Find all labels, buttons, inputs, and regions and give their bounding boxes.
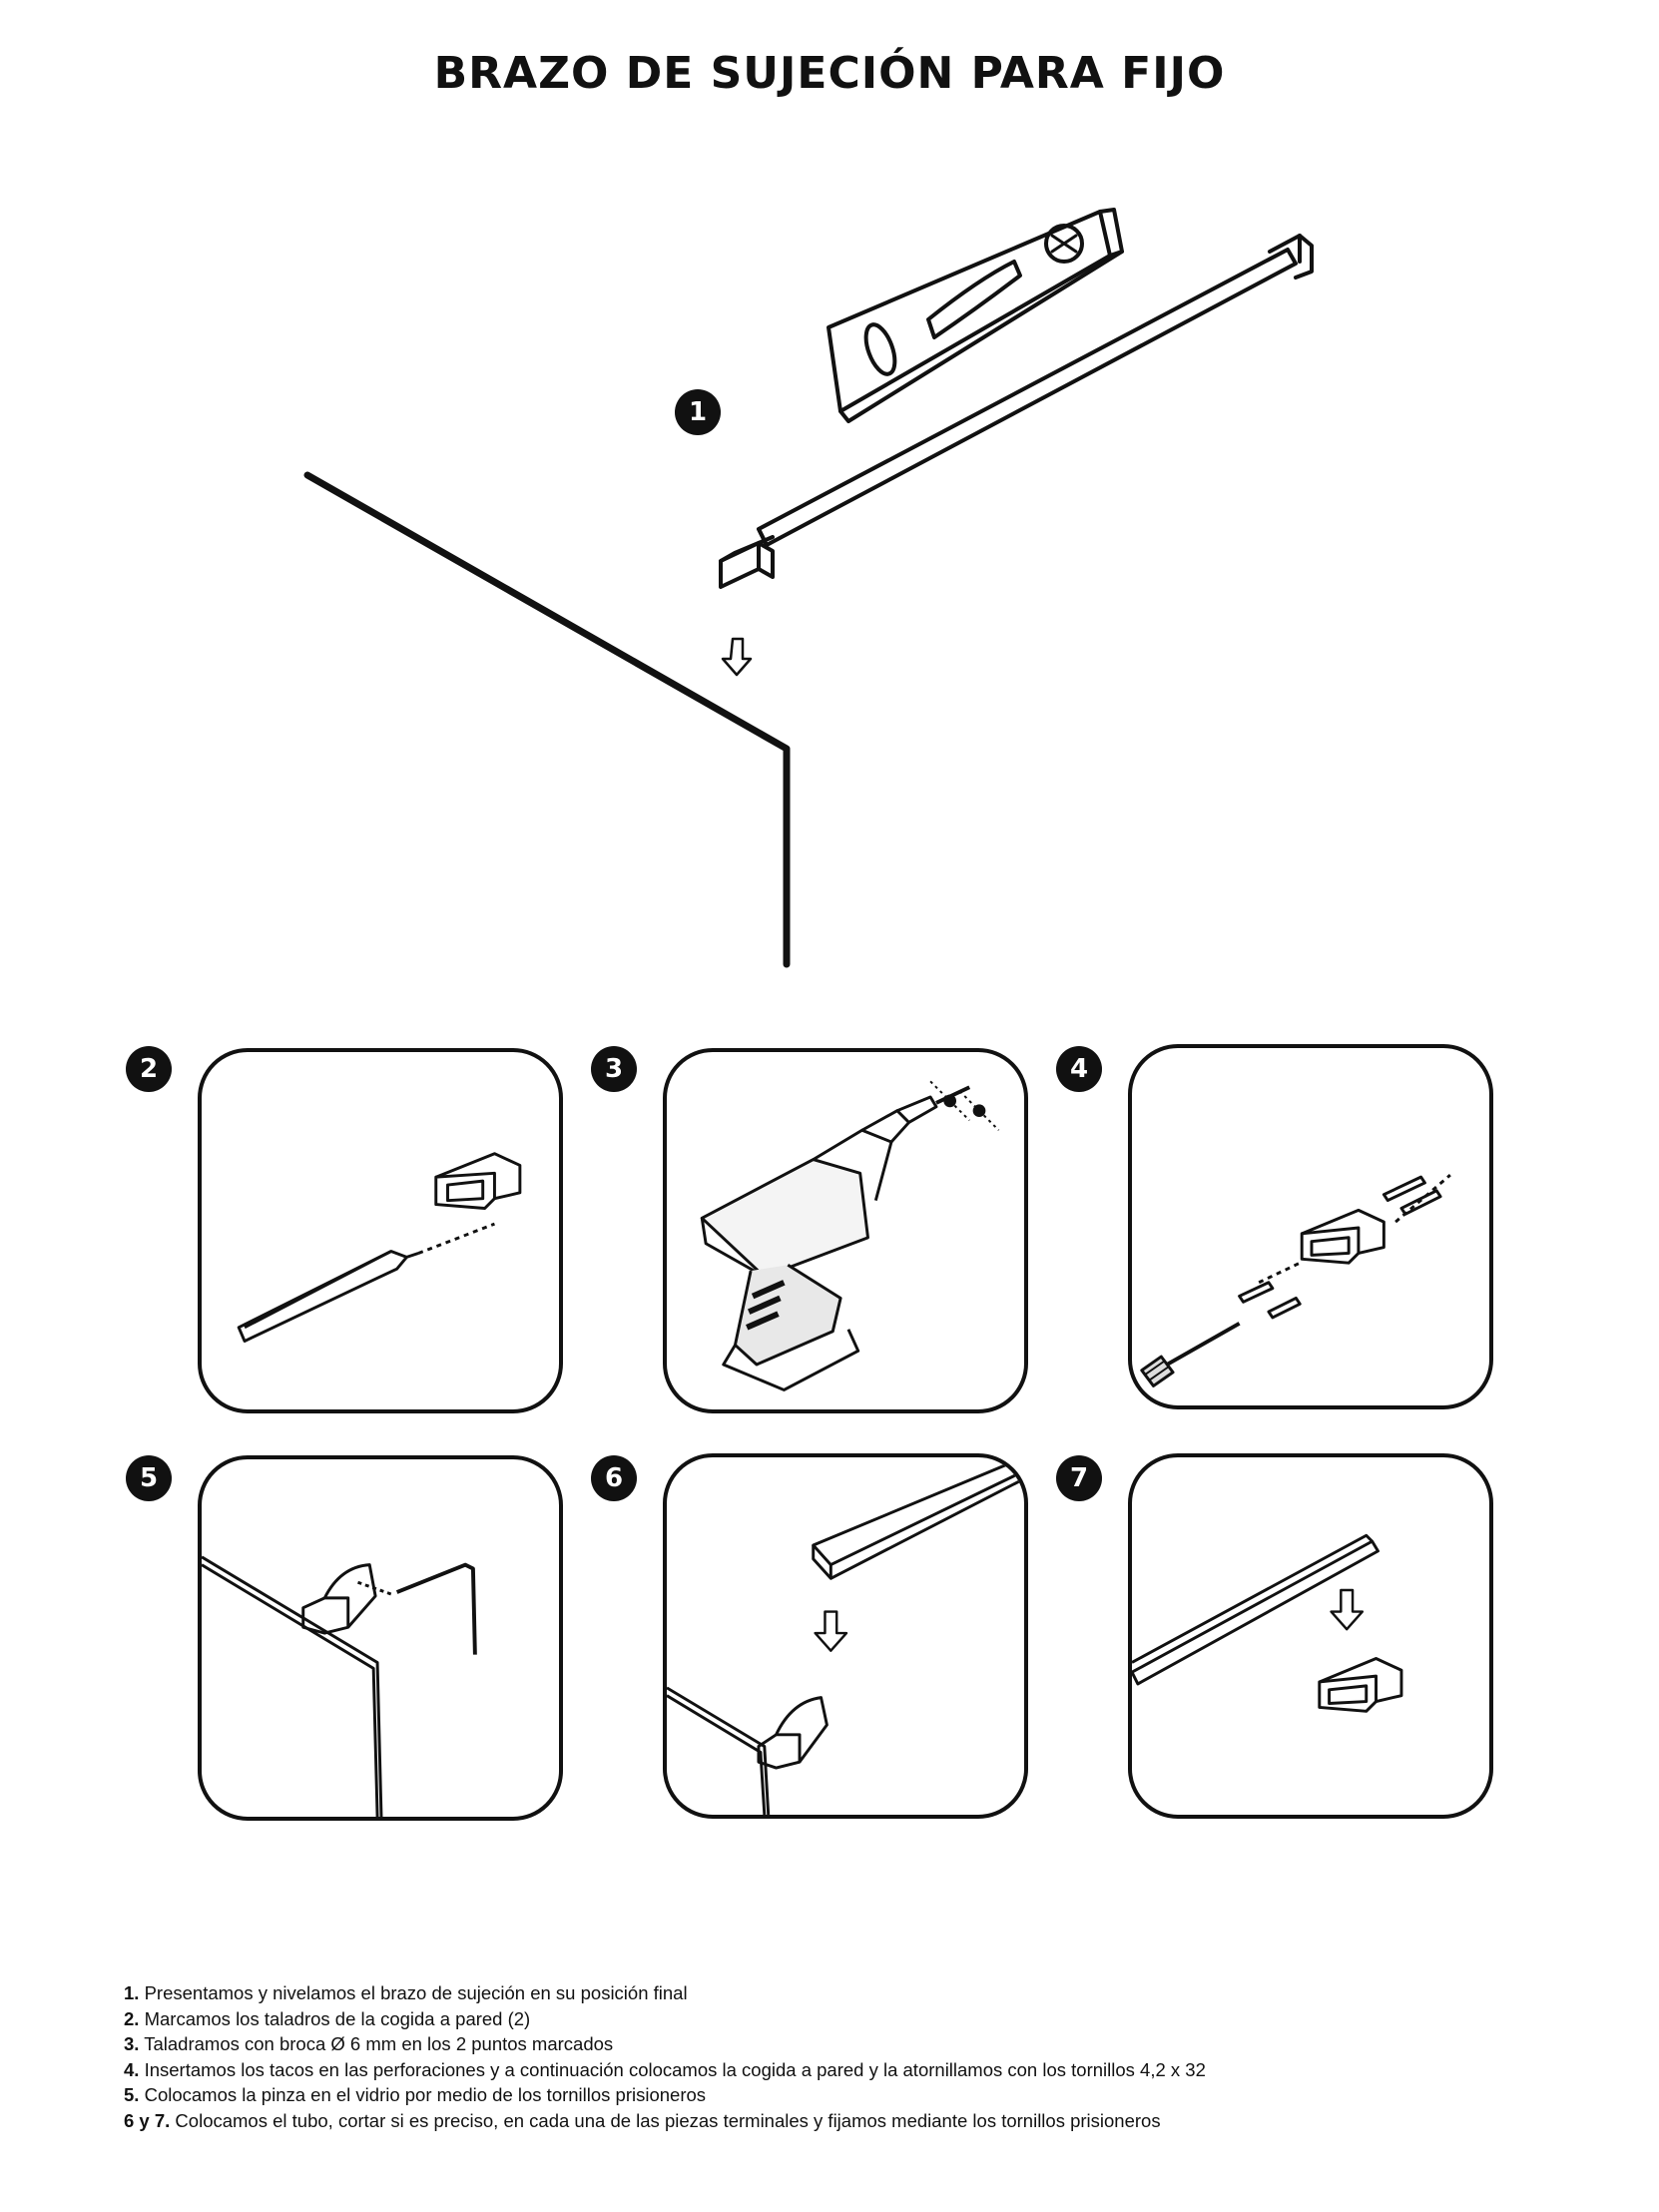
step-badge-6: 6	[591, 1455, 637, 1501]
instruction-3: 3. Taladramos con broca Ø 6 mm en los 2 …	[124, 2033, 614, 2055]
step-6-panel	[663, 1453, 1028, 1819]
instruction-1: 1. Presentamos y nivelamos el brazo de s…	[124, 1982, 688, 2003]
drill-icon	[700, 1080, 1000, 1391]
allen-key-icon	[202, 1555, 477, 1817]
screwdriver-icon	[1140, 1174, 1451, 1387]
instruction-6-7: 6 y 7. Colocamos el tubo, cortar si es p…	[124, 2109, 1161, 2131]
pencil-marking-icon	[237, 1152, 522, 1343]
step-2-panel	[198, 1048, 563, 1413]
step-badge-4: 4	[1056, 1046, 1102, 1092]
step-badge-2: 2	[126, 1046, 172, 1092]
step-4-panel	[1128, 1044, 1493, 1409]
instruction-4: 4. Insertamos los tacos en las perforaci…	[124, 2058, 1206, 2080]
instruction-5: 5. Colocamos la pinza en el vidrio por m…	[124, 2084, 707, 2106]
step-3-panel	[663, 1048, 1028, 1413]
instruction-2: 2. Marcamos los taladros de la cogida a …	[124, 2007, 531, 2029]
step-badge-5: 5	[126, 1455, 172, 1501]
tube-insert-icon	[667, 1457, 1024, 1815]
level-and-bar-icon	[303, 208, 1314, 968]
step-5-panel	[198, 1455, 563, 1821]
tube-fix-icon	[1132, 1533, 1403, 1713]
step-badge-7: 7	[1056, 1455, 1102, 1501]
step-badge-3: 3	[591, 1046, 637, 1092]
page-title: BRAZO DE SUJECIÓN PARA FIJO	[433, 48, 1226, 99]
instructions-list: 1. Presentamos y nivelamos el brazo de s…	[124, 1980, 1541, 2134]
step-badge-1: 1	[675, 389, 721, 435]
step-7-panel	[1128, 1453, 1493, 1819]
